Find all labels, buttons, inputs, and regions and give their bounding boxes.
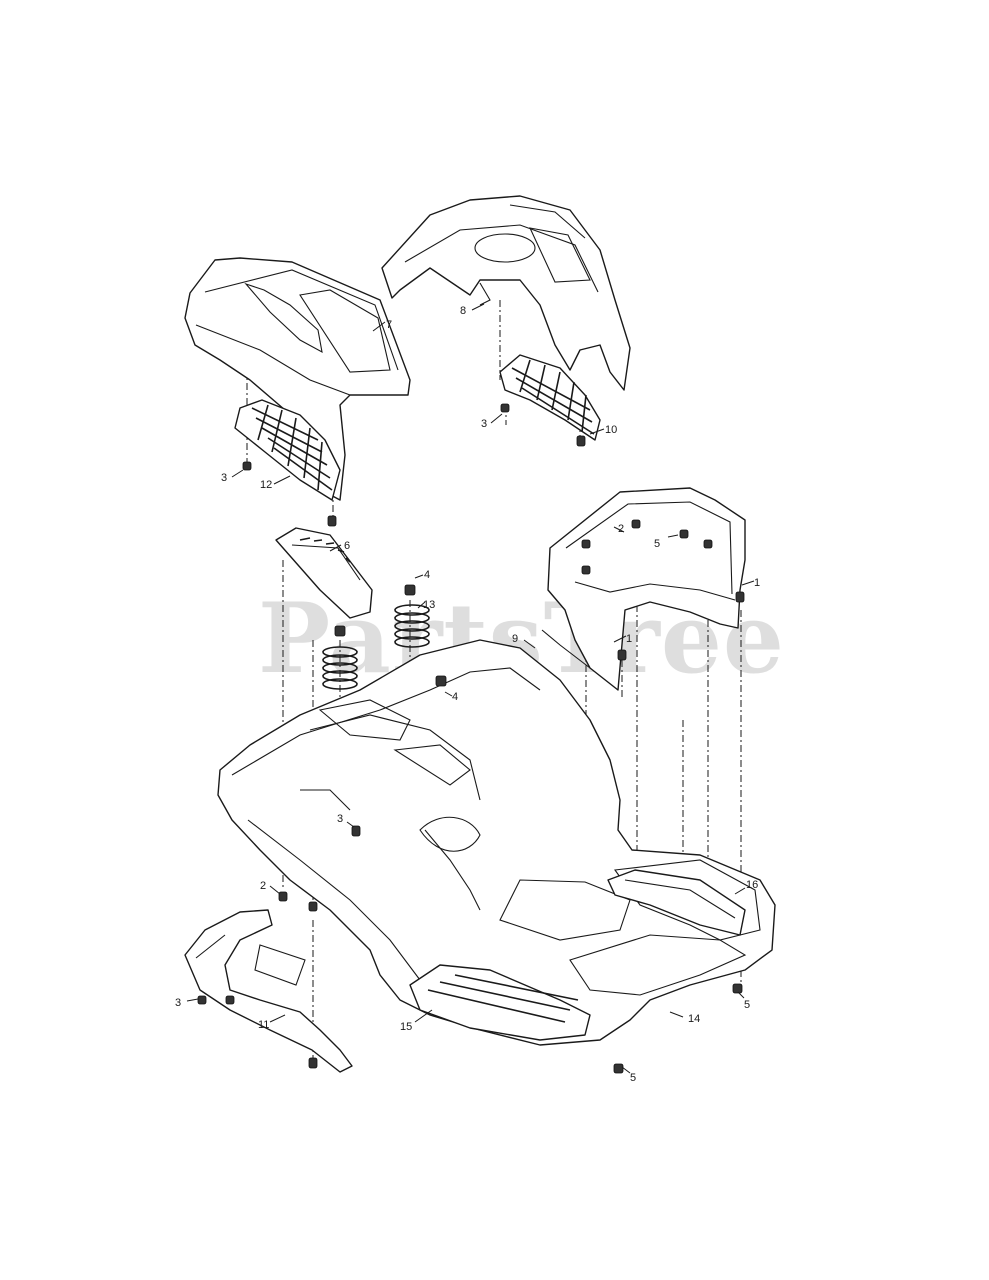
dash-panel-right <box>381 195 631 391</box>
nut-icon <box>732 983 743 994</box>
grille-left <box>234 399 341 501</box>
callout-3: 3 <box>175 997 181 1009</box>
callout-3: 3 <box>221 472 227 484</box>
bolt-icon <box>278 891 288 902</box>
callout-15: 15 <box>400 1021 412 1033</box>
callout-8: 8 <box>460 305 466 317</box>
bolt-icon <box>500 403 510 413</box>
bolt-icon <box>617 649 627 661</box>
callout-2: 2 <box>260 880 266 892</box>
callout-1: 1 <box>754 577 760 589</box>
callout-4: 4 <box>424 569 430 581</box>
bolt-icon <box>351 825 361 837</box>
rear-trim <box>607 869 746 936</box>
callout-2: 2 <box>618 523 624 535</box>
spring-left <box>322 646 358 690</box>
callout-6: 6 <box>344 540 350 552</box>
callout-3: 3 <box>337 813 343 825</box>
callout-7: 7 <box>386 319 392 331</box>
leader-lines <box>186 303 755 1074</box>
bolt-icon <box>735 591 745 603</box>
hardware <box>197 403 745 1074</box>
bolt-icon <box>242 461 252 471</box>
spring-right <box>394 604 430 648</box>
dash-panel-left <box>184 257 411 501</box>
callout-13: 13 <box>423 599 435 611</box>
callout-16: 16 <box>746 879 758 891</box>
callout-5: 5 <box>744 999 750 1011</box>
grille-right <box>499 354 601 441</box>
callout-1: 1 <box>626 633 632 645</box>
nut-icon <box>581 565 591 575</box>
nut-icon <box>404 584 416 596</box>
callout-14: 14 <box>688 1013 700 1025</box>
callout-12: 12 <box>260 479 272 491</box>
callout-4: 4 <box>452 691 458 703</box>
nut-icon <box>581 539 591 549</box>
seat-pan <box>541 487 746 691</box>
bolt-icon <box>308 1057 318 1069</box>
nut-icon <box>435 675 447 687</box>
bolt-icon <box>308 901 318 912</box>
nut-icon <box>613 1063 624 1074</box>
main-body <box>217 639 776 1046</box>
front-brace <box>275 527 373 619</box>
callout-labels: 1 1 2 2 3 3 3 3 4 4 5 5 5 6 7 8 9 10 11 … <box>175 305 760 1084</box>
bolt-icon <box>225 995 235 1005</box>
nut-icon <box>679 529 689 539</box>
footrest-pad <box>409 964 591 1041</box>
callout-3: 3 <box>481 418 487 430</box>
nut-icon <box>703 539 713 549</box>
bolt-icon <box>327 515 337 527</box>
callout-9: 9 <box>512 633 518 645</box>
nut-icon <box>334 625 346 637</box>
bolt-icon <box>576 435 586 447</box>
callout-11: 11 <box>258 1019 269 1031</box>
springs <box>322 604 430 690</box>
callout-5: 5 <box>630 1072 636 1084</box>
callout-5: 5 <box>654 538 660 550</box>
bolt-icon <box>631 519 641 529</box>
bolt-icon <box>197 995 207 1005</box>
callout-10: 10 <box>605 424 617 436</box>
front-lower-shield <box>184 909 353 1073</box>
